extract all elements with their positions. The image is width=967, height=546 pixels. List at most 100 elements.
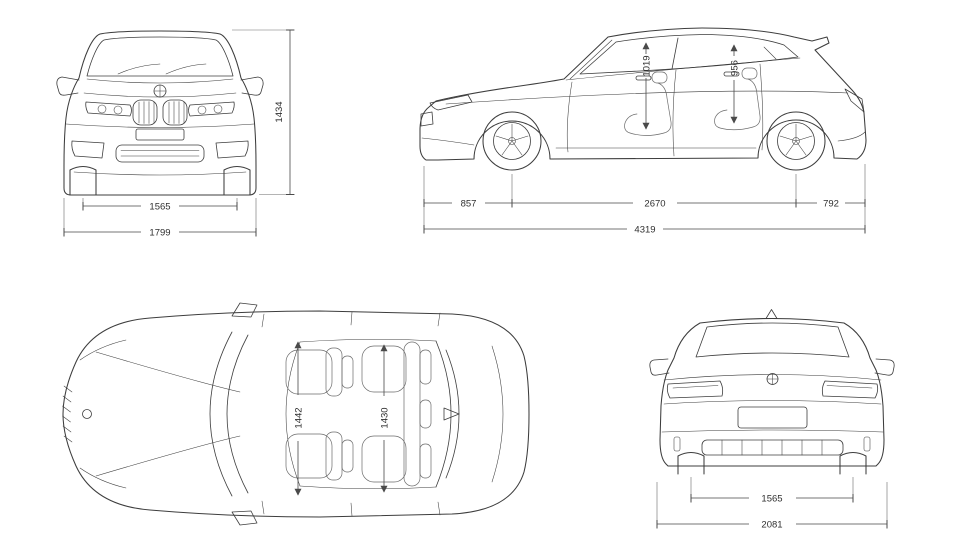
front-right-headlight <box>188 101 235 117</box>
side-front-bumper-line <box>421 137 475 146</box>
dim-rear-track: 1565 <box>690 477 854 505</box>
rear-left-mirror <box>649 358 670 376</box>
top-windshield-arcs <box>209 331 249 497</box>
front-body-outline <box>63 30 257 196</box>
top-view-dimensions: 1442 1430 <box>294 341 391 496</box>
dim-side-rear-interior-height-value: 956 <box>730 60 741 76</box>
front-view-car <box>56 30 264 196</box>
rear-diffuser-slats <box>721 439 823 456</box>
rear-diffuser <box>701 439 844 456</box>
top-passenger-seat-back <box>325 431 343 481</box>
front-windshield <box>86 36 234 77</box>
top-driver-seat-cushion <box>285 349 333 395</box>
top-rear-headrest-center <box>419 399 432 429</box>
dim-top-front-interior-width-value: 1442 <box>294 407 305 428</box>
front-left-mirror <box>56 76 80 96</box>
top-driver-headrest <box>341 355 354 389</box>
dim-rear-track-value: 1565 <box>761 494 782 505</box>
dim-side-wheelbase-value: 2670 <box>644 199 665 210</box>
dim-side-front-overhang-value: 857 <box>461 199 477 210</box>
dim-top-rear-interior-width: 1430 <box>380 344 391 493</box>
side-front-seat-headrest <box>651 71 668 84</box>
side-windshield-line <box>569 39 613 80</box>
top-antenna-fin-icon <box>443 407 460 421</box>
top-headlight-lines <box>79 339 127 489</box>
dim-front-height-extensions <box>232 29 295 195</box>
top-rear-headrest-right <box>419 443 432 479</box>
rear-view-car <box>649 309 895 475</box>
side-rear-bumper-line <box>837 131 866 142</box>
rear-left-taillight <box>666 380 724 399</box>
top-rear-headrest-left <box>419 349 432 385</box>
top-grille-hatching <box>62 385 73 443</box>
side-rear-seat-headrest <box>741 67 758 80</box>
rear-right-mirror <box>874 358 895 376</box>
top-passenger-headrest <box>341 439 354 473</box>
side-front-tire <box>482 111 542 171</box>
side-front-grille <box>420 111 434 127</box>
side-rear-seat-outline <box>714 78 761 131</box>
top-passenger-seat-cushion <box>285 433 333 479</box>
front-headlight-details <box>97 104 223 115</box>
dim-side-rear-overhang-value: 792 <box>823 199 839 210</box>
dim-front-height: 1434 <box>232 29 295 195</box>
rear-right-tire <box>839 451 867 475</box>
front-kidney-grille-left <box>132 99 158 126</box>
front-view-dimensions: 1434 1565 1799 <box>63 29 295 239</box>
side-view-dimensions: 1019 956 857 2670 792 4319 <box>423 42 866 236</box>
dim-side-lower-rows: 857 2670 792 4319 <box>423 164 866 236</box>
front-license-plate <box>135 128 185 141</box>
side-taillight <box>844 88 865 113</box>
top-roof-front-edge <box>285 341 301 487</box>
front-bumper-crease <box>65 123 255 128</box>
dim-side-length-value: 4319 <box>634 225 655 236</box>
dim-front-track-ticks <box>82 202 238 210</box>
front-right-tire <box>223 165 251 196</box>
dim-front-height-value: 1434 <box>274 101 285 122</box>
side-front-rim <box>493 122 531 160</box>
rear-left-reflector <box>673 436 681 452</box>
top-rear-window-arcs <box>435 340 460 488</box>
top-body-outline <box>62 310 530 518</box>
front-center-intake-slats <box>120 150 200 157</box>
dim-rear-width-value: 2081 <box>761 520 782 531</box>
top-rear-seat-back <box>403 341 421 487</box>
dim-side-front-interior-height-value: 1019 <box>642 55 653 76</box>
front-view: 1434 1565 1799 <box>56 29 295 239</box>
dim-front-height-ticks <box>286 29 294 195</box>
side-front-wheel-spokes <box>495 123 529 156</box>
rear-bumper-crease <box>661 429 884 433</box>
side-body-outline <box>419 27 867 161</box>
rear-license-plate <box>737 406 808 429</box>
front-kidney-grille-right <box>162 99 188 126</box>
side-rear-door-handle <box>723 71 740 77</box>
top-tailgate-edge <box>491 345 504 483</box>
side-headlight <box>429 94 473 111</box>
top-hood-creases <box>95 351 241 477</box>
dim-rear-width-ticks <box>656 520 888 528</box>
top-left-mirror <box>231 302 258 318</box>
dim-side-row2-ticks <box>423 225 866 233</box>
rear-tailgate-line <box>663 400 882 405</box>
side-interior-seats <box>624 67 761 136</box>
dim-front-track-value: 1565 <box>149 202 170 213</box>
rear-left-tire <box>677 451 705 475</box>
dim-top-front-interior-width: 1442 <box>294 341 305 496</box>
side-beltline <box>565 57 801 81</box>
dim-side-row1-ticks <box>423 199 866 207</box>
top-view: 1442 1430 <box>62 302 530 526</box>
rear-right-taillight <box>821 380 879 399</box>
side-view-car <box>419 27 867 171</box>
dim-top-rear-interior-width-value: 1430 <box>380 407 391 428</box>
rear-body-outline <box>659 318 885 467</box>
top-roundel-icon <box>82 409 92 419</box>
rear-roundel-cross <box>766 373 779 385</box>
dim-side-front-interior-height: 1019 <box>642 42 653 130</box>
side-rear-tire <box>766 111 826 171</box>
top-roof-side-lines <box>299 338 437 490</box>
side-view: 1019 956 857 2670 792 4319 <box>419 27 867 236</box>
side-quarter-window-divider <box>763 46 777 60</box>
rear-right-reflector <box>863 436 871 452</box>
